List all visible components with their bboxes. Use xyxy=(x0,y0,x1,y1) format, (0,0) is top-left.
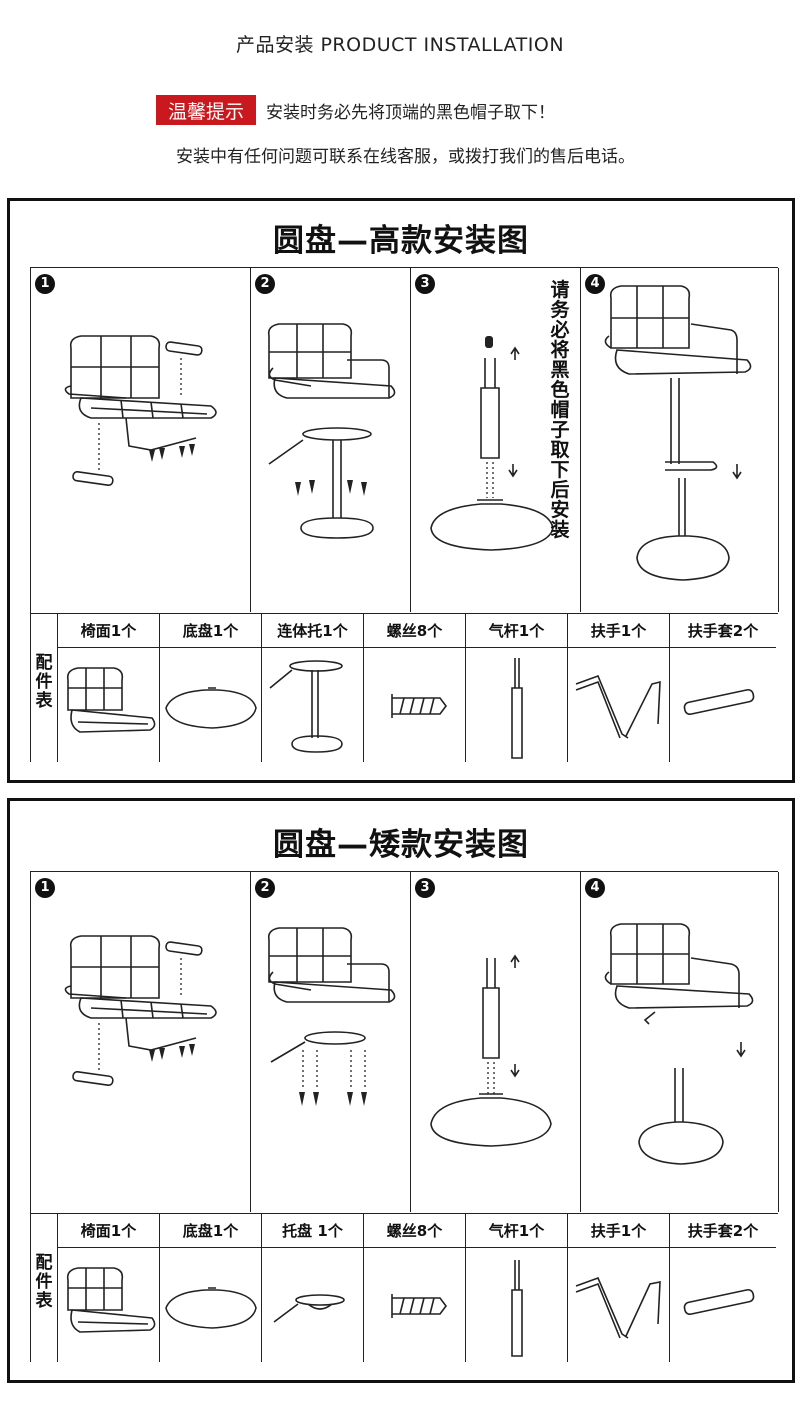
step-4-illustration xyxy=(604,285,752,581)
part-label: 扶手1个 xyxy=(568,1214,669,1248)
page-header: 产品安装 PRODUCT INSTALLATION xyxy=(235,34,565,56)
step-number: 3 xyxy=(415,878,435,898)
part-label: 椅面1个 xyxy=(58,614,159,648)
step-3: 3 xyxy=(411,872,581,1212)
footrest-tray-icon xyxy=(269,660,343,753)
gas-lift-icon xyxy=(511,658,523,759)
warm-tip: 温馨提示 安装时务必先将顶端的黑色帽子取下！ xyxy=(156,95,555,125)
armrest-sleeve-icon xyxy=(683,688,755,716)
part-label: 螺丝8个 xyxy=(364,1214,465,1248)
steps-row: 1 2 xyxy=(30,871,779,1213)
step-number: 1 xyxy=(35,878,55,898)
screw-icon xyxy=(391,694,447,718)
cap-removal-note: 请务必将黑色帽子取下后安装 xyxy=(550,279,570,541)
part-sleeve: 扶手套2个 xyxy=(670,614,776,762)
base-disc-icon xyxy=(165,1287,257,1329)
parts-table: 配件表 椅面1个 底盘1个 连体托1个 螺丝8个 xyxy=(30,613,778,763)
step-1-illustration xyxy=(64,335,217,487)
part-tray: 托盘 1个 xyxy=(262,1214,364,1362)
parts-label: 配件表 xyxy=(30,1214,58,1362)
part-armrest: 扶手1个 xyxy=(568,614,670,762)
part-screw: 螺丝8个 xyxy=(364,1214,466,1362)
part-label: 连体托1个 xyxy=(262,614,363,648)
step-2-illustration xyxy=(267,323,396,539)
seat-icon xyxy=(66,667,156,733)
gas-lift-icon xyxy=(511,1260,523,1357)
steps-row: 1 2 xyxy=(30,267,779,613)
step-2: 2 xyxy=(251,268,411,612)
part-sleeve: 扶手套2个 xyxy=(670,1214,776,1362)
part-seat: 椅面1个 xyxy=(58,1214,160,1362)
tip-badge: 温馨提示 xyxy=(156,95,257,125)
part-gaslift: 气杆1个 xyxy=(466,614,568,762)
part-label: 扶手1个 xyxy=(568,614,669,648)
part-label: 扶手套2个 xyxy=(670,614,776,648)
step-2: 2 xyxy=(251,872,411,1212)
part-screw: 螺丝8个 xyxy=(364,614,466,762)
panel-high: 圆盘—高款安装图 1 2 xyxy=(7,198,795,783)
panel-title: 圆盘—矮款安装图 xyxy=(273,827,529,863)
step-2-illustration xyxy=(267,927,396,1106)
step-4-illustration xyxy=(604,923,754,1165)
step-number: 2 xyxy=(255,274,275,294)
part-base: 底盘1个 xyxy=(160,1214,262,1362)
step-number: 3 xyxy=(415,274,435,294)
panel-low: 圆盘—矮款安装图 1 2 xyxy=(7,798,795,1383)
part-armrest: 扶手1个 xyxy=(568,1214,670,1362)
step-1-illustration xyxy=(64,935,217,1087)
seat-icon xyxy=(66,1267,156,1333)
armrest-icon xyxy=(575,674,661,739)
step-number: 4 xyxy=(585,878,605,898)
part-label: 椅面1个 xyxy=(58,1214,159,1248)
step-4: 4 xyxy=(581,872,779,1212)
part-label: 气杆1个 xyxy=(466,1214,567,1248)
screw-icon xyxy=(391,1294,447,1318)
step-3: 3 请务必将黑色帽子取下后安装 xyxy=(411,268,581,612)
parts-label: 配件表 xyxy=(30,614,58,762)
step-number: 2 xyxy=(255,878,275,898)
armrest-icon xyxy=(575,1276,661,1339)
part-footrest: 连体托1个 xyxy=(262,614,364,762)
part-gaslift: 气杆1个 xyxy=(466,1214,568,1362)
step-3-illustration xyxy=(430,336,554,551)
part-label: 底盘1个 xyxy=(160,614,261,648)
tip-text: 安装时务必先将顶端的黑色帽子取下！ xyxy=(266,102,556,123)
armrest-sleeve-icon xyxy=(683,1288,755,1316)
panel-title: 圆盘—高款安装图 xyxy=(273,223,529,259)
step-number: 4 xyxy=(585,274,605,294)
part-label: 扶手套2个 xyxy=(670,1214,776,1248)
tray-icon xyxy=(273,1294,345,1323)
part-label: 底盘1个 xyxy=(160,1214,261,1248)
base-disc-icon xyxy=(165,687,257,729)
part-label: 托盘 1个 xyxy=(262,1214,363,1248)
part-label: 螺丝8个 xyxy=(364,614,465,648)
part-seat: 椅面1个 xyxy=(58,614,160,762)
step-number: 1 xyxy=(35,274,55,294)
part-label: 气杆1个 xyxy=(466,614,567,648)
step-4: 4 xyxy=(581,268,779,612)
part-base: 底盘1个 xyxy=(160,614,262,762)
parts-table: 配件表 椅面1个 底盘1个 托盘 1个 螺丝8个 xyxy=(30,1213,778,1363)
step-1: 1 xyxy=(31,268,251,612)
step-1: 1 xyxy=(31,872,251,1212)
step-3-illustration xyxy=(430,954,552,1147)
support-note: 安装中有任何问题可联系在线客服，或拨打我们的售后电话。 xyxy=(176,147,635,167)
